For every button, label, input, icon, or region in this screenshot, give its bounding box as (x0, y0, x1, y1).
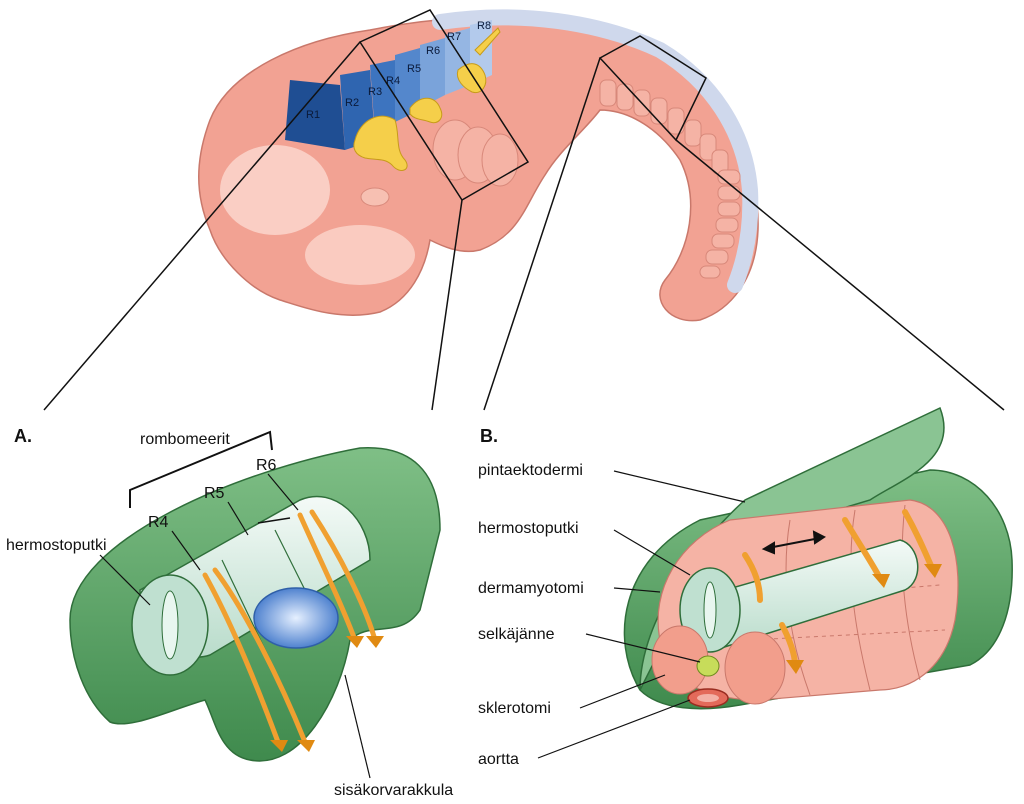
rhombomere-r1 (285, 80, 345, 150)
label-aorta: aortta (478, 751, 519, 768)
embryo: R1 R2 R3 R4 R5 R6 R7 R8 (198, 9, 759, 322)
eye-spot (360, 187, 390, 207)
leader-r6 (267, 473, 299, 511)
label-r5: R5 (407, 63, 421, 75)
panel-a-letter: A. (14, 426, 32, 446)
label-r6: R6 (426, 45, 440, 57)
leader-aorta (537, 699, 691, 759)
rhombomere-r3 (370, 60, 395, 135)
leader-r4 (171, 530, 201, 571)
neural-tube-b-lumen (703, 581, 717, 639)
rhombomere-bracket (129, 430, 273, 508)
bidirectional-arrow (761, 530, 826, 555)
face-highlight (305, 225, 415, 285)
arrowheads-a (270, 636, 384, 752)
label-neural-tube-b: hermostoputki (478, 520, 579, 537)
panel-b-letter: B. (480, 426, 498, 446)
arrowheads-b (786, 564, 942, 674)
leader-notochord (585, 633, 701, 663)
leader-neural-tube-b (613, 529, 691, 576)
label-r7: R7 (447, 31, 461, 43)
label-neural-tube-a: hermostoputki (6, 537, 107, 554)
migration-arrows-a (202, 509, 378, 745)
label-r8: R8 (477, 20, 491, 32)
label-otic-vesicle: sisäkorvarakkula (334, 782, 453, 799)
label-sclerotome: sklerotomi (478, 700, 551, 717)
neural-crest (353, 27, 501, 171)
a-boundary-arrow (257, 517, 291, 524)
group-label: rombomeerit (140, 431, 230, 448)
leader-neural-tube-a (99, 554, 151, 606)
label-r1: R1 (306, 109, 320, 121)
label-r4-a: R4 (148, 514, 169, 531)
panel-a: A. rombomeerit R4 R5 (6, 426, 453, 799)
label-r3: R3 (368, 86, 382, 98)
otic-vesicle (253, 587, 339, 649)
notochord (696, 655, 720, 677)
leader-surface-ectoderm (613, 470, 746, 503)
sclerotome-right (724, 631, 786, 705)
label-r4: R4 (386, 75, 400, 87)
zoom-lines (43, 41, 1005, 411)
dorsal-neural-band (432, 9, 759, 293)
label-surface-ectoderm: pintaektodermi (478, 462, 583, 479)
rhombomere-r5 (420, 38, 445, 108)
label-r2: R2 (345, 97, 359, 109)
panel-b: B. (478, 406, 1013, 768)
label-r6-a: R6 (256, 457, 277, 474)
leader-otic-vesicle (344, 674, 371, 779)
label-r5-a: R5 (204, 485, 225, 502)
leader-sclerotome (579, 674, 666, 709)
label-dermamyotome: dermamyotomi (478, 580, 584, 597)
zoom-box-a (358, 9, 530, 202)
neural-tube-a-lumen (161, 590, 179, 660)
label-notochord: selkäjänne (478, 626, 555, 643)
pharyngeal-arches (432, 119, 519, 187)
leader-r5 (227, 501, 249, 536)
head-highlight (220, 145, 330, 235)
zoom-box-b (598, 35, 707, 142)
aorta-lumen (697, 694, 719, 702)
leader-dermamyotome (613, 587, 661, 593)
